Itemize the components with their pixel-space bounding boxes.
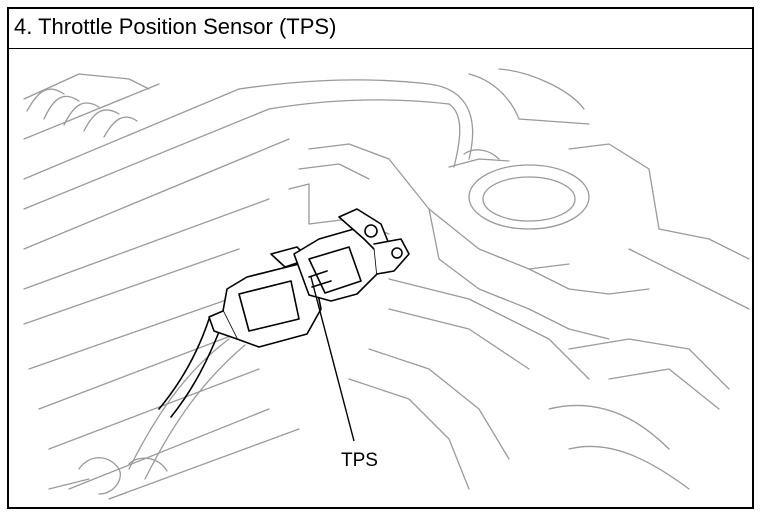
engine-illustration: TPS xyxy=(9,49,752,507)
diagram-header: 4. Throttle Position Sensor (TPS) xyxy=(9,9,752,49)
tps-callout-label: TPS xyxy=(341,450,378,471)
tps-sensor-assembly xyxy=(158,208,410,418)
diagram-frame: 4. Throttle Position Sensor (TPS) xyxy=(7,7,754,509)
engine-bay-background-lines xyxy=(23,68,750,500)
page-title: 4. Throttle Position Sensor (TPS) xyxy=(14,14,337,39)
tps-callout-leader xyxy=(310,276,355,442)
